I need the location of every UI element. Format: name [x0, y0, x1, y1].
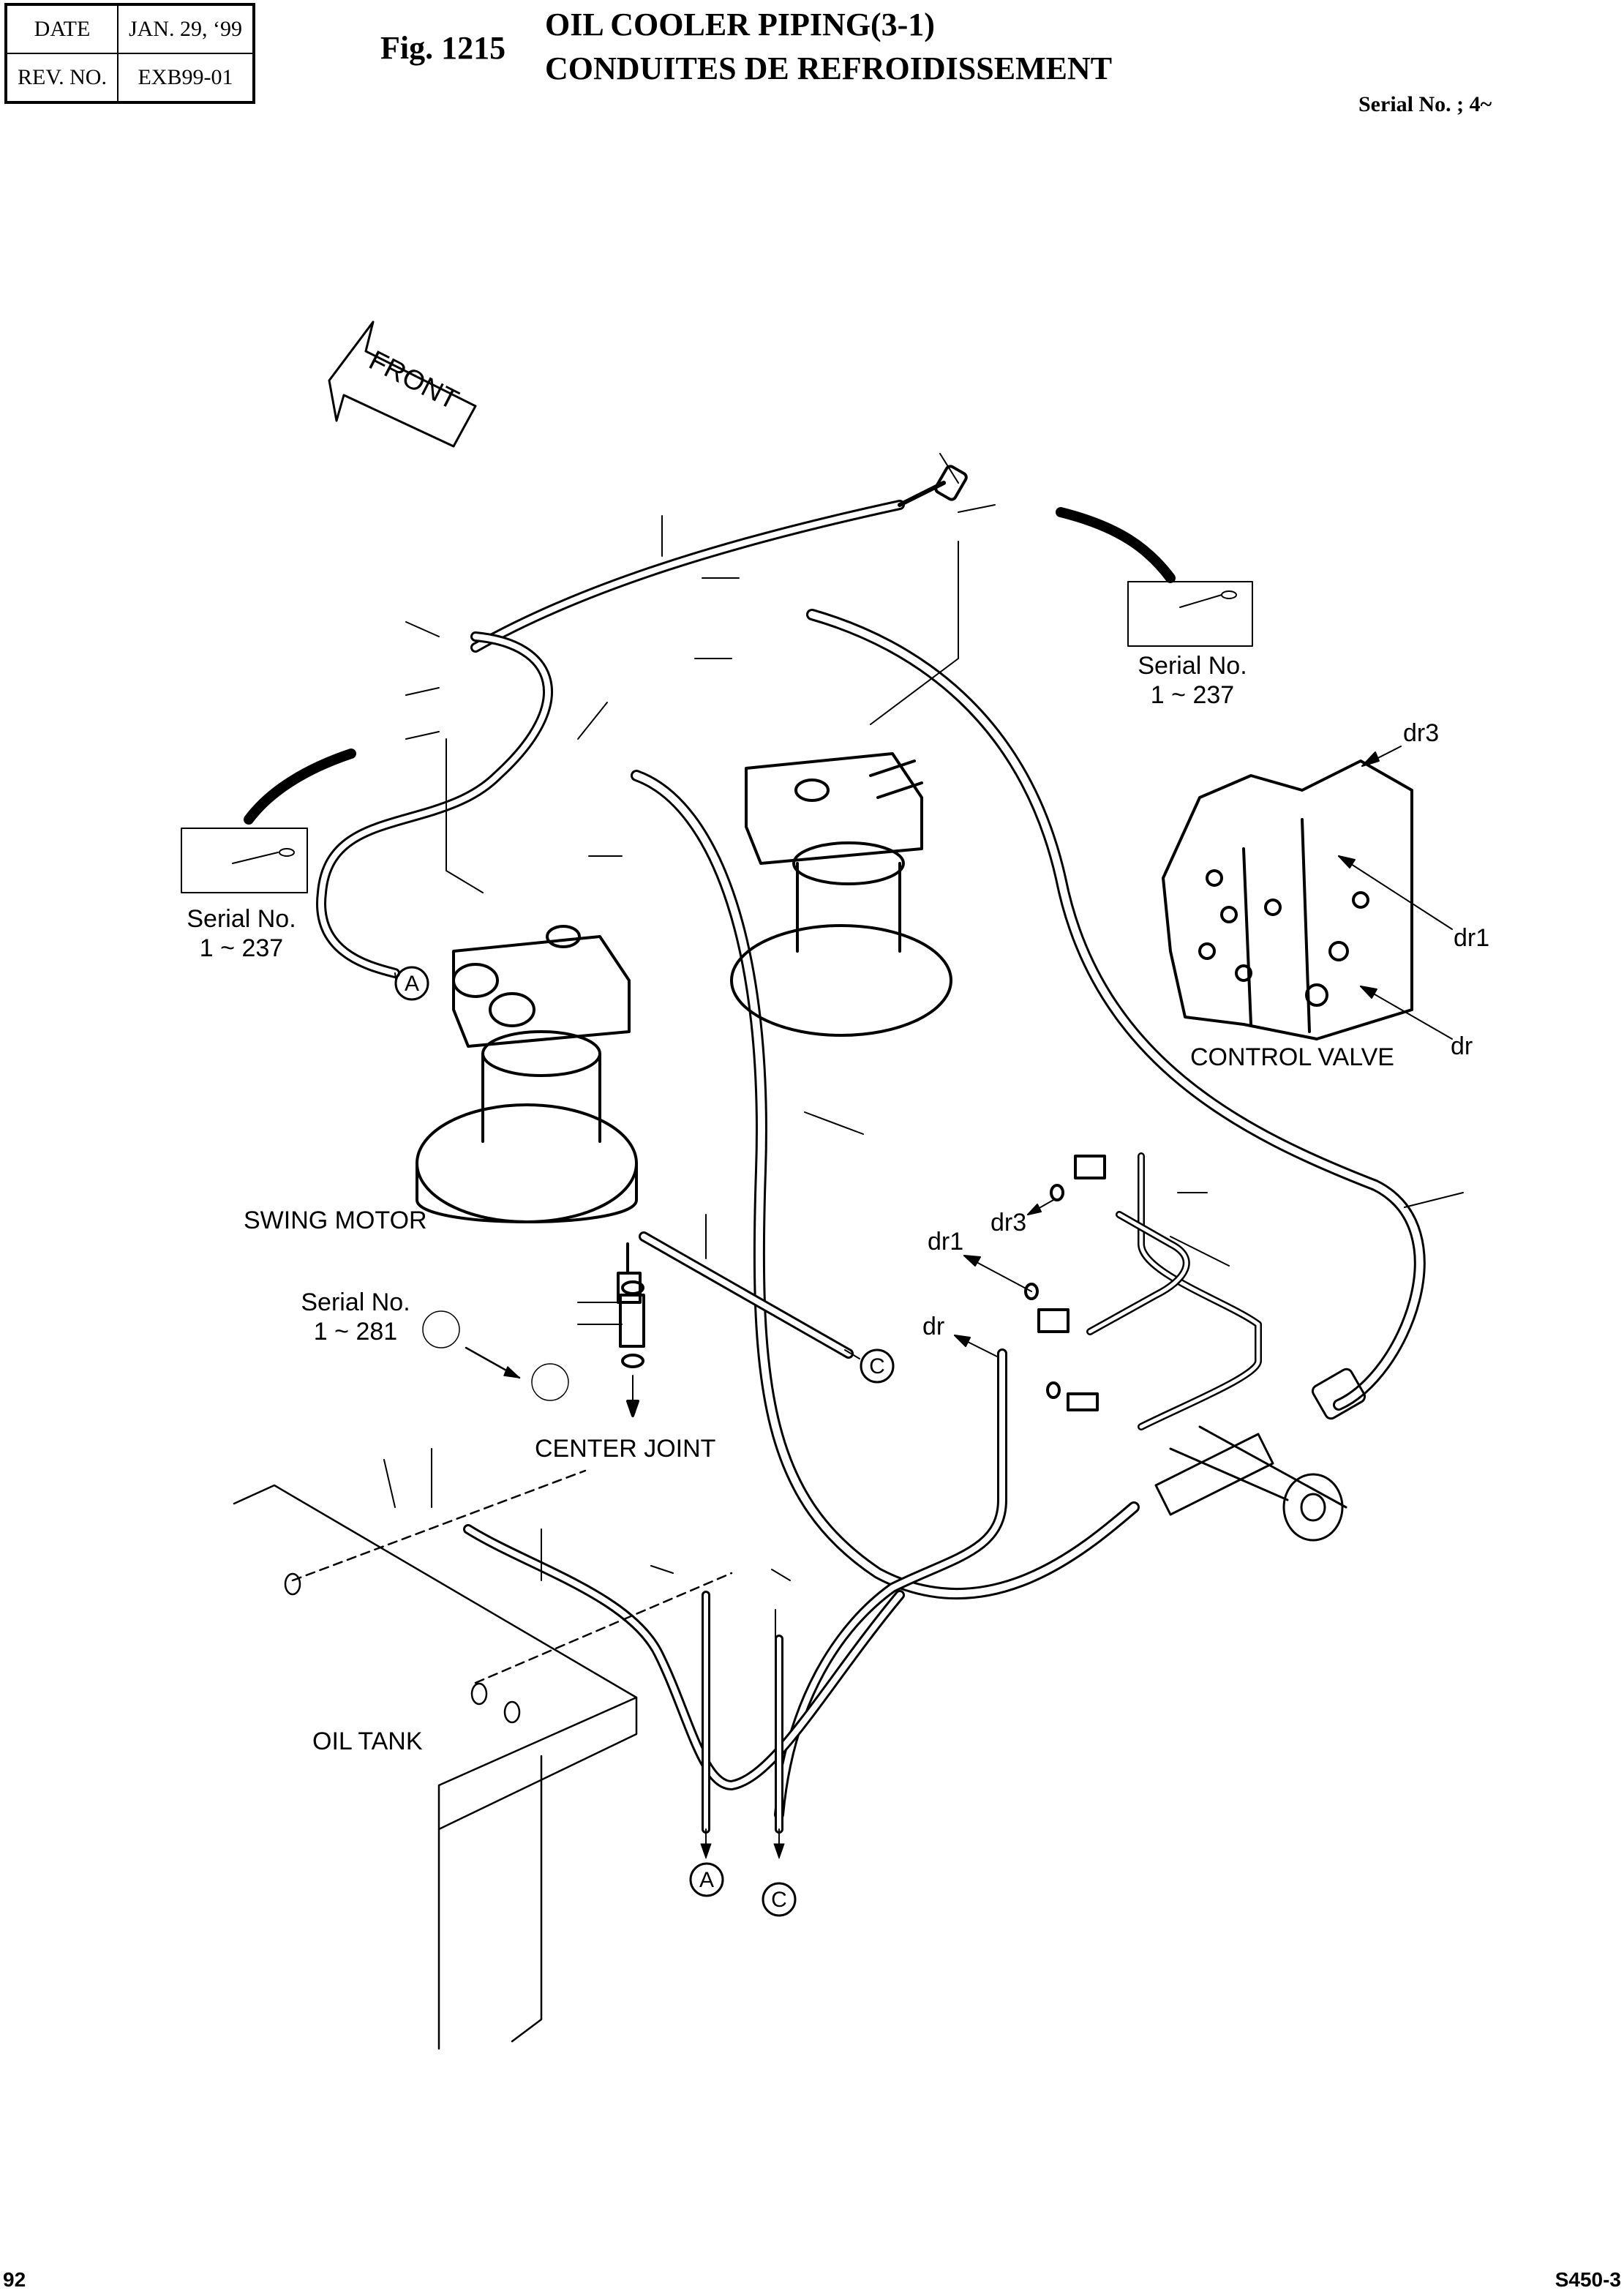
hose-center-joint	[617, 1231, 854, 1417]
rev-value: EXB99-01	[116, 53, 255, 103]
hose-right-main	[806, 609, 1426, 1411]
serial-inset-right: Serial No. 1 ~ 237	[1127, 651, 1258, 710]
hose-loop-a	[316, 631, 553, 978]
swing-motor-right	[730, 752, 952, 1037]
connector-c-bottom-circle	[762, 1882, 797, 1917]
fitting-dr-label: dr	[922, 1313, 945, 1340]
cv-dr3-label: dr3	[1403, 719, 1440, 747]
serial-inset-center: Serial No. 1 ~ 281	[290, 1288, 421, 1346]
serial-inset-left-range: 1 ~ 237	[199, 934, 284, 962]
figure-number: Fig. 1215	[380, 30, 506, 66]
connector-c-mid: C	[869, 1354, 885, 1378]
serial-inset-circles	[422, 1310, 569, 1401]
curved-arrow-right	[1056, 507, 1176, 583]
rev-label: REV. NO.	[5, 53, 119, 103]
inset-box-right	[1127, 581, 1253, 647]
serial-inset-left-label: Serial No.	[187, 905, 296, 933]
fitting-dr1-label: dr1	[928, 1228, 964, 1256]
swing-motor-left	[416, 925, 638, 1223]
title-english: OIL COOLER PIPING(3-1)	[545, 7, 935, 42]
hose-dr-down	[774, 1348, 1007, 1820]
front-arrow-icon	[328, 320, 477, 448]
model-number: S450-3	[1555, 2268, 1621, 2291]
page-number: 92	[3, 2268, 26, 2291]
inset-box-left	[181, 828, 308, 893]
revision-table: DATE JAN. 29, ‘99 REV. NO. EXB99-01	[4, 3, 255, 104]
fitting-dr3-label: dr3	[990, 1209, 1027, 1237]
serial-inset-center-label: Serial No.	[301, 1288, 410, 1316]
hose-center-main	[631, 770, 1140, 1600]
leader-lines	[383, 453, 1464, 1662]
cv-dr1-label: dr1	[1454, 924, 1490, 952]
fitting-piping	[1024, 1152, 1262, 1430]
serial-inset-center-range: 1 ~ 281	[313, 1318, 398, 1346]
bottom-hoses	[700, 1591, 785, 1859]
hose-oil-tank	[463, 1524, 905, 1790]
serial-inset-right-range: 1 ~ 237	[1150, 681, 1235, 709]
control-valve-arrows	[1338, 746, 1453, 1040]
serial-range: Serial No. ; 4~	[1358, 92, 1492, 116]
connector-a-bottom-circle	[689, 1862, 724, 1897]
connector-a-top: A	[404, 972, 419, 996]
oil-tank-label: OIL TANK	[312, 1727, 423, 1755]
connector-a-top-circle	[394, 966, 429, 1001]
connector-a-bottom: A	[699, 1868, 714, 1892]
curved-arrow-left	[244, 749, 356, 825]
control-valve-label: CONTROL VALVE	[1190, 1043, 1394, 1071]
hose-top-left	[470, 465, 968, 653]
center-joint-label: CENTER JOINT	[535, 1435, 716, 1463]
flange-assembly	[1154, 1368, 1367, 1542]
control-valve	[1162, 759, 1413, 1040]
serial-inset-left: Serial No. 1 ~ 237	[176, 904, 307, 963]
date-label: DATE	[5, 4, 119, 54]
serial-inset-right-label: Serial No.	[1138, 652, 1247, 680]
cv-dr-label: dr	[1451, 1032, 1473, 1060]
title-french: CONDUITES DE REFROIDISSEMENT	[545, 50, 1113, 86]
figure-title: OIL COOLER PIPING(3-1) CONDUITES DE REFR…	[545, 3, 1112, 91]
swing-motor-label: SWING MOTOR	[244, 1207, 427, 1234]
oil-tank	[233, 1469, 733, 2050]
connector-c-bottom: C	[771, 1888, 787, 1912]
fitting-arrows	[954, 1199, 1054, 1358]
date-value: JAN. 29, ‘99	[116, 4, 255, 54]
connector-c-mid-circle	[860, 1348, 895, 1384]
